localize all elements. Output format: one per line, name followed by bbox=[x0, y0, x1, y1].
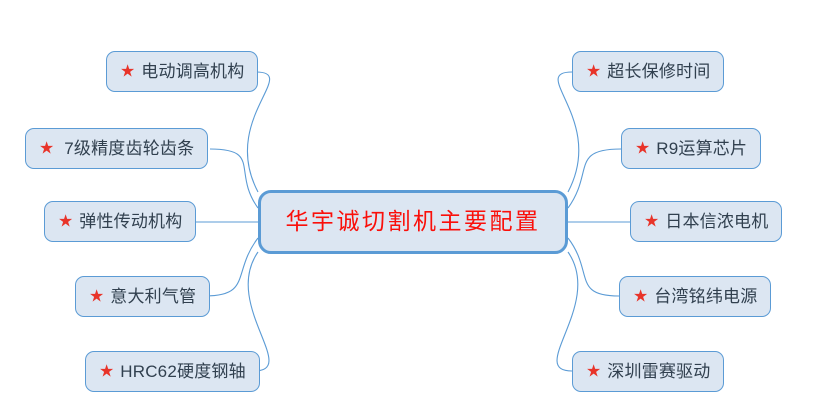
branch-label: 台湾铭纬电源 bbox=[654, 287, 758, 306]
branch-node-right-3[interactable]: ★ 日本信浓电机 bbox=[630, 201, 783, 242]
branch-label: R9运算芯片 bbox=[656, 139, 748, 158]
branch-label: 日本信浓电机 bbox=[665, 212, 769, 231]
branch-node-right-2[interactable]: ★ R9运算芯片 bbox=[621, 128, 762, 169]
connector-left-2 bbox=[209, 148, 259, 209]
branch-label: 超长保修时间 bbox=[607, 62, 711, 81]
connector-left-4 bbox=[204, 237, 259, 297]
star-icon: ★ bbox=[39, 138, 55, 158]
star-icon: ★ bbox=[586, 361, 602, 381]
connector-right-2 bbox=[567, 148, 622, 209]
branch-node-left-1[interactable]: ★ 电动调高机构 bbox=[106, 51, 259, 92]
center-node-title: 华宇诚切割机主要配置 bbox=[285, 208, 541, 235]
branch-label: 深圳雷赛驱动 bbox=[607, 362, 711, 381]
branch-node-right-5[interactable]: ★ 深圳雷赛驱动 bbox=[572, 351, 725, 392]
branch-node-right-1[interactable]: ★ 超长保修时间 bbox=[572, 51, 725, 92]
branch-label: 电动调高机构 bbox=[141, 62, 245, 81]
branch-node-left-5[interactable]: ★ HRC62硬度钢轴 bbox=[85, 351, 260, 392]
connector-right-4 bbox=[567, 237, 620, 297]
star-icon: ★ bbox=[120, 61, 136, 81]
branch-label: 7级精度齿轮齿条 bbox=[64, 139, 195, 158]
star-icon: ★ bbox=[635, 138, 651, 158]
branch-label: 弹性传动机构 bbox=[79, 212, 183, 231]
star-icon: ★ bbox=[644, 211, 660, 231]
branch-label: HRC62硬度钢轴 bbox=[120, 362, 246, 381]
branch-node-left-3[interactable]: ★ 弹性传动机构 bbox=[44, 201, 197, 242]
branch-node-left-4[interactable]: ★ 意大利气管 bbox=[75, 276, 211, 317]
branch-label: 意大利气管 bbox=[110, 287, 197, 306]
star-icon: ★ bbox=[89, 286, 105, 306]
star-icon: ★ bbox=[99, 361, 115, 381]
branch-node-right-4[interactable]: ★ 台湾铭纬电源 bbox=[619, 276, 772, 317]
star-icon: ★ bbox=[633, 286, 649, 306]
branch-node-left-2[interactable]: ★ 7级精度齿轮齿条 bbox=[25, 128, 209, 169]
star-icon: ★ bbox=[58, 211, 74, 231]
center-node[interactable]: 华宇诚切割机主要配置 bbox=[258, 190, 568, 254]
star-icon: ★ bbox=[586, 61, 602, 81]
